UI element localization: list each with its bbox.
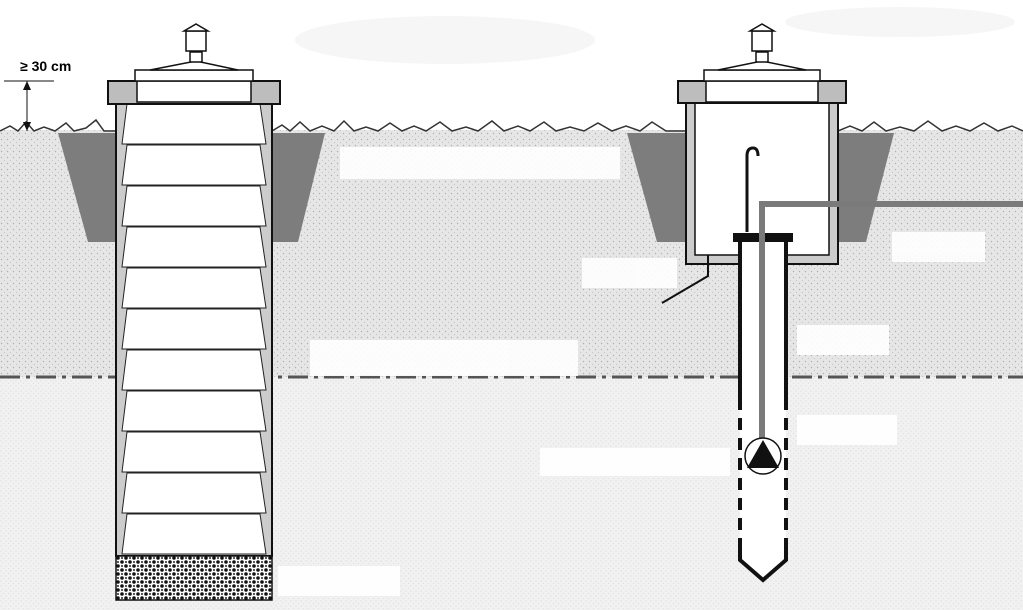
backfill-right-outer	[627, 133, 686, 242]
concrete-ring	[121, 349, 267, 391]
bored-well	[661, 23, 1023, 583]
label-box	[582, 258, 677, 288]
chamber-lid-top	[717, 60, 807, 71]
ventilation-cap-icon	[747, 23, 777, 63]
label-box	[340, 147, 620, 179]
submersible-pump-icon	[744, 437, 782, 475]
well-lid	[134, 69, 254, 82]
concrete-ring	[121, 472, 267, 514]
chamber-lid	[703, 69, 821, 82]
dug-well	[107, 23, 281, 601]
backfill-left-outer	[58, 133, 116, 242]
concrete-ring	[121, 226, 267, 268]
concrete-ring	[121, 267, 267, 309]
concrete-ring	[121, 185, 267, 227]
label-box	[892, 232, 985, 262]
chamber-cover-hatch	[705, 80, 819, 103]
drain-pipe	[661, 255, 709, 304]
height-label: ≥ 30 cm	[20, 58, 71, 74]
label-box	[310, 340, 578, 376]
label-box	[797, 325, 889, 355]
concrete-ring	[121, 513, 267, 555]
cloud	[785, 7, 1015, 37]
concrete-ring	[121, 144, 267, 186]
cloud	[295, 16, 595, 64]
ventilation-cap-icon	[181, 23, 211, 63]
casing-tip	[738, 545, 788, 583]
label-box	[278, 566, 400, 596]
label-box	[540, 448, 730, 476]
backfill-left-inner	[272, 133, 325, 242]
concrete-rings	[121, 103, 267, 555]
concrete-ring	[121, 308, 267, 350]
gravel-filter-bed	[115, 555, 273, 601]
concrete-ring	[121, 431, 267, 473]
concrete-ring	[121, 103, 267, 145]
backfill-right-inner	[838, 133, 894, 242]
height-indicator: ≥ 30 cm	[4, 58, 71, 131]
well-lid-top	[149, 60, 239, 71]
concrete-ring	[121, 390, 267, 432]
vent-hook	[745, 146, 760, 232]
label-box	[797, 415, 897, 445]
delivery-pipe	[759, 201, 1023, 440]
well-cover-hatch	[136, 80, 252, 103]
ground-surface	[0, 118, 1023, 132]
